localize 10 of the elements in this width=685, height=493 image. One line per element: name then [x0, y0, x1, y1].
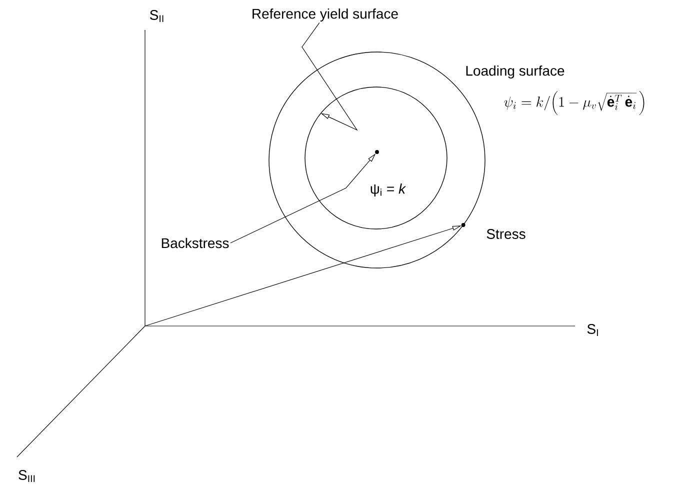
text-label: Reference yield surface [252, 8, 398, 22]
text-label: Stress [486, 229, 526, 239]
axis-label: S$_{II}$ [150, 10, 164, 22]
text-label: Backstress [162, 238, 229, 248]
leader-line [302, 22, 358, 131]
axis-label: S$_{I}$ [587, 324, 598, 336]
equation-label: $\psi_i = k\big/\!\left(1-\mu_v\sqrt{\dot{\mathbf{e}}_i^{T}\,\dot{\mathbf{e}}_i}\,\right)$ [504, 91, 644, 115]
text-label: Loading surface [466, 65, 564, 79]
axis-label: S$_{III}$ [18, 470, 35, 482]
equation-label: ψ$_{i}$ = k [370, 183, 406, 197]
